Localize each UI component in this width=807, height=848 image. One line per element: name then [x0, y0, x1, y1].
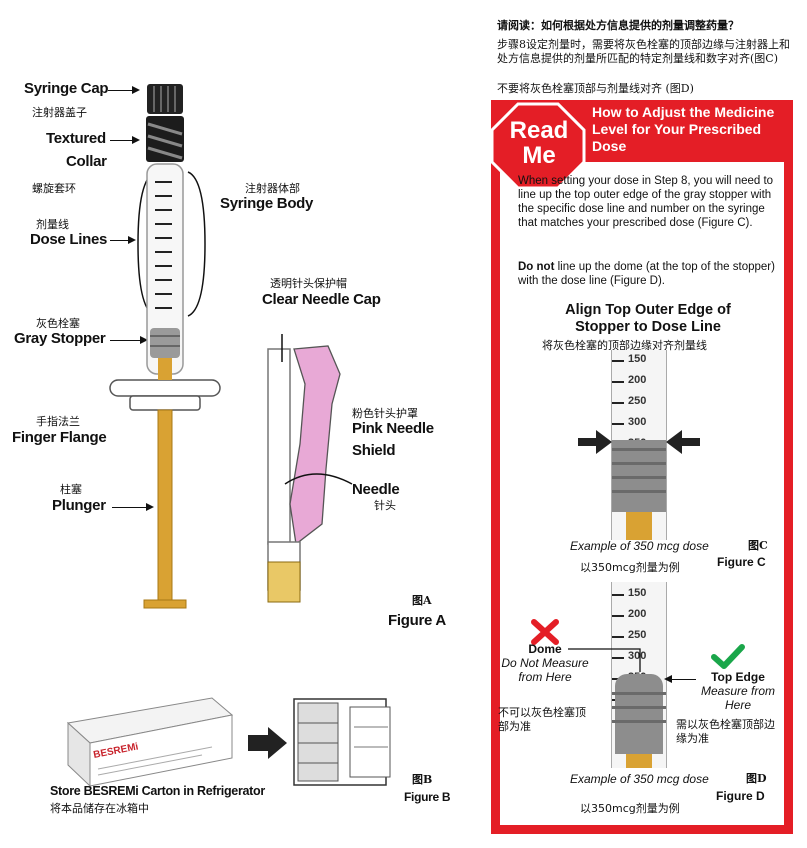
- top-edge-sub: Measure from Here: [700, 684, 776, 712]
- top-edge-callout: Top Edge Measure from Here: [688, 670, 788, 712]
- plunger-label-cn: 柱塞: [60, 483, 82, 496]
- textured-collar-label-cn: 螺旋套环: [32, 182, 76, 195]
- figure-d-example-cn: 以350mcg剂量为例: [580, 802, 680, 815]
- dose-tick: [612, 594, 624, 596]
- read-me-badge-text: Read Me: [500, 118, 578, 168]
- figure-d-label: Figure D: [716, 789, 765, 803]
- pink-shield-label-1: Pink Needle: [352, 420, 434, 437]
- figure-a-label-cn: 图A: [412, 594, 432, 607]
- para-2-rest: line up the dome (at the top of the stop…: [518, 261, 775, 287]
- badge-me: Me: [522, 142, 556, 169]
- dose-tick-label: 150: [628, 587, 647, 599]
- figure-b-caption-cn: 将本品储存在冰箱中: [50, 802, 149, 815]
- figure-a-label: Figure A: [388, 612, 446, 629]
- gray-stopper-label: Gray Stopper: [14, 330, 106, 347]
- dose-tick-label: 200: [628, 374, 647, 386]
- syringe-cap-label: Syringe Cap: [24, 80, 109, 97]
- figure-d-plunger: [626, 754, 652, 768]
- syringe-dose-ticks: [155, 181, 172, 309]
- dose-tick-label: 300: [628, 416, 647, 428]
- figure-c-example: Example of 350 mcg dose: [570, 539, 709, 553]
- pink-shield-label-2: Shield: [352, 442, 396, 459]
- align-title-1: Align Top Outer Edge of: [565, 302, 731, 318]
- figure-d-stopper: [615, 674, 663, 754]
- dose-tick-label: 250: [628, 395, 647, 407]
- syringe-cap-label-cn: 注射器盖子: [32, 106, 87, 119]
- figure-c-label-cn: 图C: [748, 539, 768, 552]
- dose-tick-label: 200: [628, 608, 647, 620]
- align-title-cn: 将灰色栓塞的顶部边缘对齐剂量线: [542, 339, 707, 352]
- textured-collar-label-1: Textured: [46, 130, 106, 147]
- dome-cn: 不可以灰色栓塞顶部为准: [498, 706, 586, 733]
- dome-callout: Dome Do Not Measure from Here: [500, 642, 590, 684]
- needle-label-cn: 针头: [374, 499, 396, 512]
- figure-c-syringe: 150200250300350400450500mcg: [611, 350, 667, 540]
- read-me-panel: [491, 100, 793, 834]
- figure-c-plunger: [626, 512, 652, 540]
- left-pointer-arrow: [578, 430, 612, 454]
- figure-b-label-cn: 图B: [412, 773, 433, 786]
- dose-tick-label: 300: [628, 650, 647, 662]
- figure-d-example: Example of 350 mcg dose: [570, 772, 709, 786]
- dose-tick: [612, 381, 624, 383]
- top-edge-cn: 需以灰色栓塞顶部边缘为准: [676, 718, 775, 745]
- needle-label: Needle: [352, 481, 400, 498]
- read-me-para-2: Do not line up the dome (at the top of t…: [518, 260, 776, 288]
- textured-collar-label-2: Collar: [66, 153, 107, 170]
- dose-tick: [612, 423, 624, 425]
- red-x-icon: [531, 619, 559, 645]
- green-check-icon: [711, 644, 745, 669]
- dose-tick: [612, 636, 624, 638]
- figure-b-caption: Store BESREMi Carton in Refrigerator: [50, 784, 265, 798]
- dose-tick: [612, 657, 624, 659]
- dose-lines-label-cn: 剂量线: [36, 218, 69, 231]
- figure-d-label-cn: 图D: [746, 772, 767, 785]
- dose-tick-label: 250: [628, 629, 647, 641]
- figure-c-label: Figure C: [717, 555, 766, 569]
- clear-needle-cap-label-cn: 透明针头保护帽: [270, 277, 347, 290]
- do-not-text: Do not: [518, 261, 555, 273]
- read-me-body-cn-1: 步骤8设定剂量时，需要将灰色栓塞的顶部边缘与注射器上和处方信息提供的剂量所匹配的…: [497, 38, 790, 65]
- figure-d-syringe: 150200250300350400mcg: [611, 582, 667, 768]
- figure-c-example-cn: 以350mcg剂量为例: [580, 561, 680, 574]
- carton-fridge-illustration: BESREMi: [66, 697, 391, 788]
- read-me-heading-cn: 请阅读：如何根据处方信息提供的剂量调整药量？: [497, 19, 739, 32]
- syringe-illustration: [109, 84, 353, 609]
- align-title: Align Top Outer Edge of Stopper to Dose …: [520, 302, 776, 336]
- dose-lines-label: Dose Lines: [30, 231, 108, 248]
- read-me-para-1: When setting your dose in Step 8, you wi…: [518, 175, 774, 229]
- dose-tick: [612, 402, 624, 404]
- gray-stopper-label-cn: 灰色栓塞: [36, 317, 80, 330]
- read-me-title: How to Adjust the Medicine Level for You…: [592, 104, 775, 154]
- dome-label: Dome: [528, 642, 562, 656]
- dome-pointer: [568, 648, 641, 672]
- finger-flange-label-cn: 手指法兰: [36, 415, 80, 428]
- syringe-body-label: Syringe Body: [220, 195, 314, 212]
- badge-read: Read: [509, 117, 569, 144]
- read-me-body-cn-2: 不要将灰色栓塞顶部与剂量线对齐 (图D): [497, 82, 694, 95]
- dome-sub: Do Not Measure from Here: [501, 656, 589, 684]
- right-pointer-arrow: [666, 430, 700, 454]
- plunger-label: Plunger: [52, 497, 106, 514]
- syringe-body-label-cn: 注射器体部: [245, 182, 300, 195]
- figure-b-label: Figure B: [404, 790, 451, 804]
- finger-flange-label: Finger Flange: [12, 429, 107, 446]
- dose-tick-label: 150: [628, 353, 647, 365]
- top-edge-label: Top Edge: [711, 670, 765, 684]
- clear-needle-cap-label: Clear Needle Cap: [262, 291, 381, 308]
- dose-tick: [612, 615, 624, 617]
- pink-shield-label-cn: 粉色针头护罩: [352, 407, 418, 420]
- align-title-2: Stopper to Dose Line: [575, 319, 721, 335]
- dose-tick: [612, 360, 624, 362]
- read-me-badge: [490, 102, 586, 190]
